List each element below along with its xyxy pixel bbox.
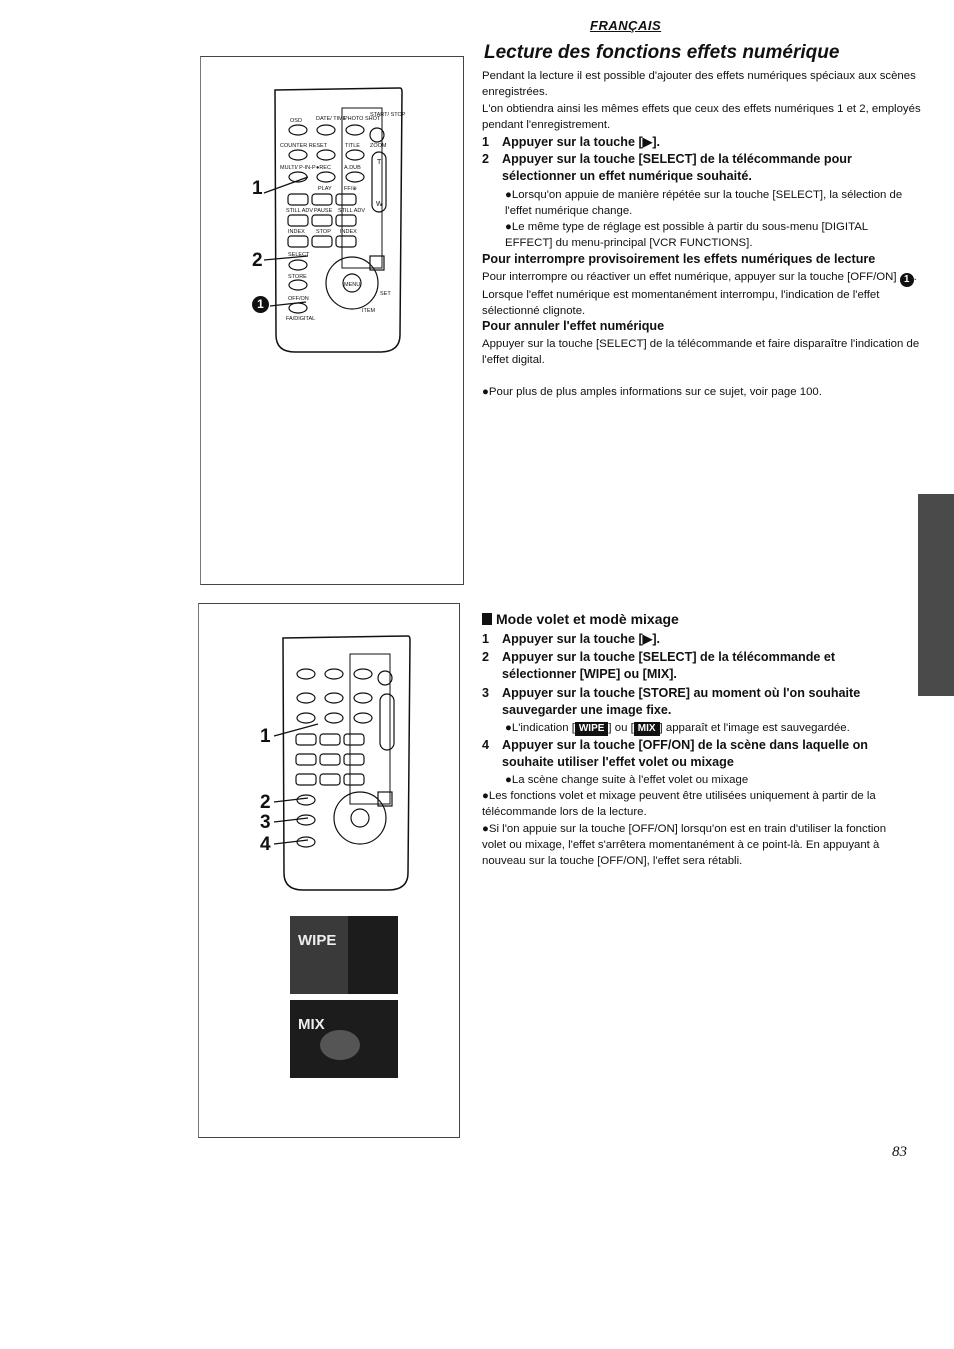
remote-fa-digital-label: FA/DIGITAL [286, 316, 315, 322]
bullet-text: Lorsqu'on appuie de manière répétée sur … [505, 189, 903, 217]
remote-still-adv-right-label: STILL ADV [338, 208, 365, 214]
step-text: Appuyer sur la touche [STORE] au moment … [502, 686, 861, 717]
section2-heading-text: Mode volet et modè mixage [496, 611, 679, 627]
step-number: 1 [482, 135, 490, 149]
cancel-text: Appuyer sur la touche [SELECT] de la tél… [482, 338, 920, 366]
callout-step-4b: 4 [260, 834, 271, 855]
section2-step-2: 2 Appuyer sur la touche [SELECT] de la té… [482, 649, 902, 683]
remote-set-label: SET [380, 291, 391, 297]
callout-line-1b [273, 723, 319, 737]
note-text: Les fonctions volet et mixage peuvent êt… [482, 790, 876, 818]
remote-control-illustration-2 [282, 635, 411, 891]
off-on-button-icon: 1 [899, 273, 914, 287]
figure-frame-2 [198, 603, 460, 1138]
remote-index-left-label: INDEX [288, 229, 305, 235]
step-text: Appuyer sur la touche [OFF/ON] de la scè… [502, 738, 868, 769]
pause-text-a: Pour interrompre ou réactiver un effet n… [482, 271, 897, 283]
remote-off-on-label: OFF/ON [288, 296, 309, 302]
figure-frame-1 [200, 56, 464, 585]
wipe-indicator-badge: WIPE [574, 722, 609, 736]
language-header: FRANÇAIS [590, 18, 662, 33]
section1-step-2: 2 Appuyer sur la touche [SELECT] de la té… [482, 151, 922, 185]
callout-step-1: 1 [252, 178, 263, 199]
more-info-note: ●Pour plus de plus amples informations s… [482, 386, 822, 398]
cancel-heading: Pour annuler l'effet numérique [482, 319, 665, 333]
callout-step-2b: 2 [260, 792, 271, 813]
section1-bullet-2: ●Le même type de réglage est possible à … [505, 221, 868, 249]
more-info-text: Pour plus de plus amples informations su… [488, 386, 822, 398]
callout-line-1 [263, 176, 309, 194]
bullet-text: Le même type de réglage est possible à p… [505, 221, 868, 249]
bullet-text-b: ] ou [ [608, 722, 634, 734]
page-number: 83 [892, 1144, 907, 1160]
step-text: Appuyer sur la touche [▶]. [502, 135, 661, 149]
section2-heading: Mode volet et modè mixage [482, 611, 679, 627]
step-number: 2 [482, 152, 490, 166]
mix-example-photo: MIX [290, 1000, 398, 1078]
remote-item-label: ITEM [362, 308, 376, 314]
step-text: Appuyer sur la touche [SELECT] de la tél… [502, 650, 836, 681]
remote-play-label: PLAY [318, 186, 332, 192]
remote-pause-label: PAUSE [314, 208, 333, 214]
step-number: 3 [482, 686, 490, 700]
heading-square-icon [482, 613, 492, 625]
callout-line-circle [269, 301, 307, 307]
section-title: Lecture des fonctions effets numérique [484, 42, 840, 63]
callout-step-1b: 1 [260, 726, 271, 747]
mix-photo-label: MIX [298, 1016, 325, 1033]
note-text: Si l'on appuie sur la touche [OFF/ON] lo… [482, 823, 887, 867]
remote-index-right-label: INDEX [340, 229, 357, 235]
section2-bullet-store: ●L'indication [WIPE] ou [MIX] apparaît e… [505, 722, 850, 736]
remote-date-time-label: DATE/ TIME [316, 116, 347, 122]
bullet-text-c: ] apparaît et l'image est sauvegardée. [659, 722, 850, 734]
remote-multi-label: MULTI/ P-IN-P [280, 165, 316, 171]
step-number: 4 [482, 738, 490, 752]
remote-counter-reset-label: COUNTER RESET [280, 143, 328, 149]
remote-rec-label: ●REC [316, 165, 331, 171]
section2-note-2: ●Si l'on appuie sur la touche [OFF/ON] l… [482, 823, 887, 867]
callout-lines-2-4 [273, 797, 309, 845]
remote-adub-label: A.DUB [344, 165, 361, 171]
callout-circle-1: 1 [252, 296, 269, 313]
step-text: Appuyer sur la touche [▶]. [502, 632, 661, 646]
mix-indicator-badge: MIX [633, 722, 660, 736]
side-thumb-tab [918, 494, 954, 696]
callout-line-2 [263, 255, 309, 261]
section2-step-1: 1 Appuyer sur la touche [▶]. [482, 631, 922, 648]
callout-step-2: 2 [252, 250, 263, 271]
section1-bullet-1: ●Lorsqu'on appuie de manière répétée sur… [505, 189, 903, 217]
section2-step-4: 4 Appuyer sur la touche [OFF/ON] de la sc… [482, 737, 902, 771]
wipe-example-photo: WIPE [290, 916, 398, 994]
pause-text: Pour interrompre ou réactiver un effet n… [482, 269, 922, 319]
section2-step-3: 3 Appuyer sur la touche [STORE] au moment… [482, 685, 902, 719]
remote-ff-label: FF/⊕ [344, 186, 357, 192]
remote-start-stop-label: START/ STOP [370, 112, 406, 118]
callout-step-3b: 3 [260, 812, 271, 833]
remote-still-adv-left-label: STILL ADV [286, 208, 313, 214]
pause-text-b: . Lorsque l'effet numérique est momentan… [482, 271, 917, 317]
remote-zoom-label: ZOOM [370, 143, 387, 149]
wipe-photo-label: WIPE [298, 932, 337, 949]
pause-heading: Pour interrompre provisoirement les effe… [482, 252, 876, 266]
remote-stop-label: STOP [316, 229, 331, 235]
remote-menu-label: MENU [344, 282, 360, 288]
bullet-text: La scène change suite à l'effet volet ou… [511, 774, 749, 786]
remote-control-illustration-1: OSD DATE/ TIME PHOTO SHOT START/ STOP CO… [274, 87, 406, 353]
step-number: 2 [482, 650, 490, 664]
step-number: 1 [482, 632, 490, 646]
remote-zoom-t-label: T [377, 159, 382, 166]
remote-zoom-w-label: W [376, 201, 383, 208]
remote-select-label: SELECT [288, 252, 310, 258]
remote-photo-shot-label: PHOTO SHOT [344, 116, 381, 122]
bullet-text-a: L'indication [ [511, 722, 575, 734]
section2-bullet-change: ●La scène change suite à l'effet volet o… [505, 774, 749, 786]
section1-step-1: 1 Appuyer sur la touche [▶]. [482, 134, 922, 151]
remote-title-label: TITLE [345, 143, 360, 149]
intro-paragraph-1: Pendant la lecture il est possible d'ajo… [482, 70, 916, 98]
remote-osd-label: OSD [290, 118, 302, 124]
remote-store-label: STORE [288, 274, 307, 280]
section2-note-1: ●Les fonctions volet et mixage peuvent ê… [482, 790, 876, 818]
step-text: Appuyer sur la touche [SELECT] de la tél… [502, 152, 852, 183]
intro-paragraph-2: L'on obtiendra ainsi les mêmes effets qu… [482, 103, 921, 131]
